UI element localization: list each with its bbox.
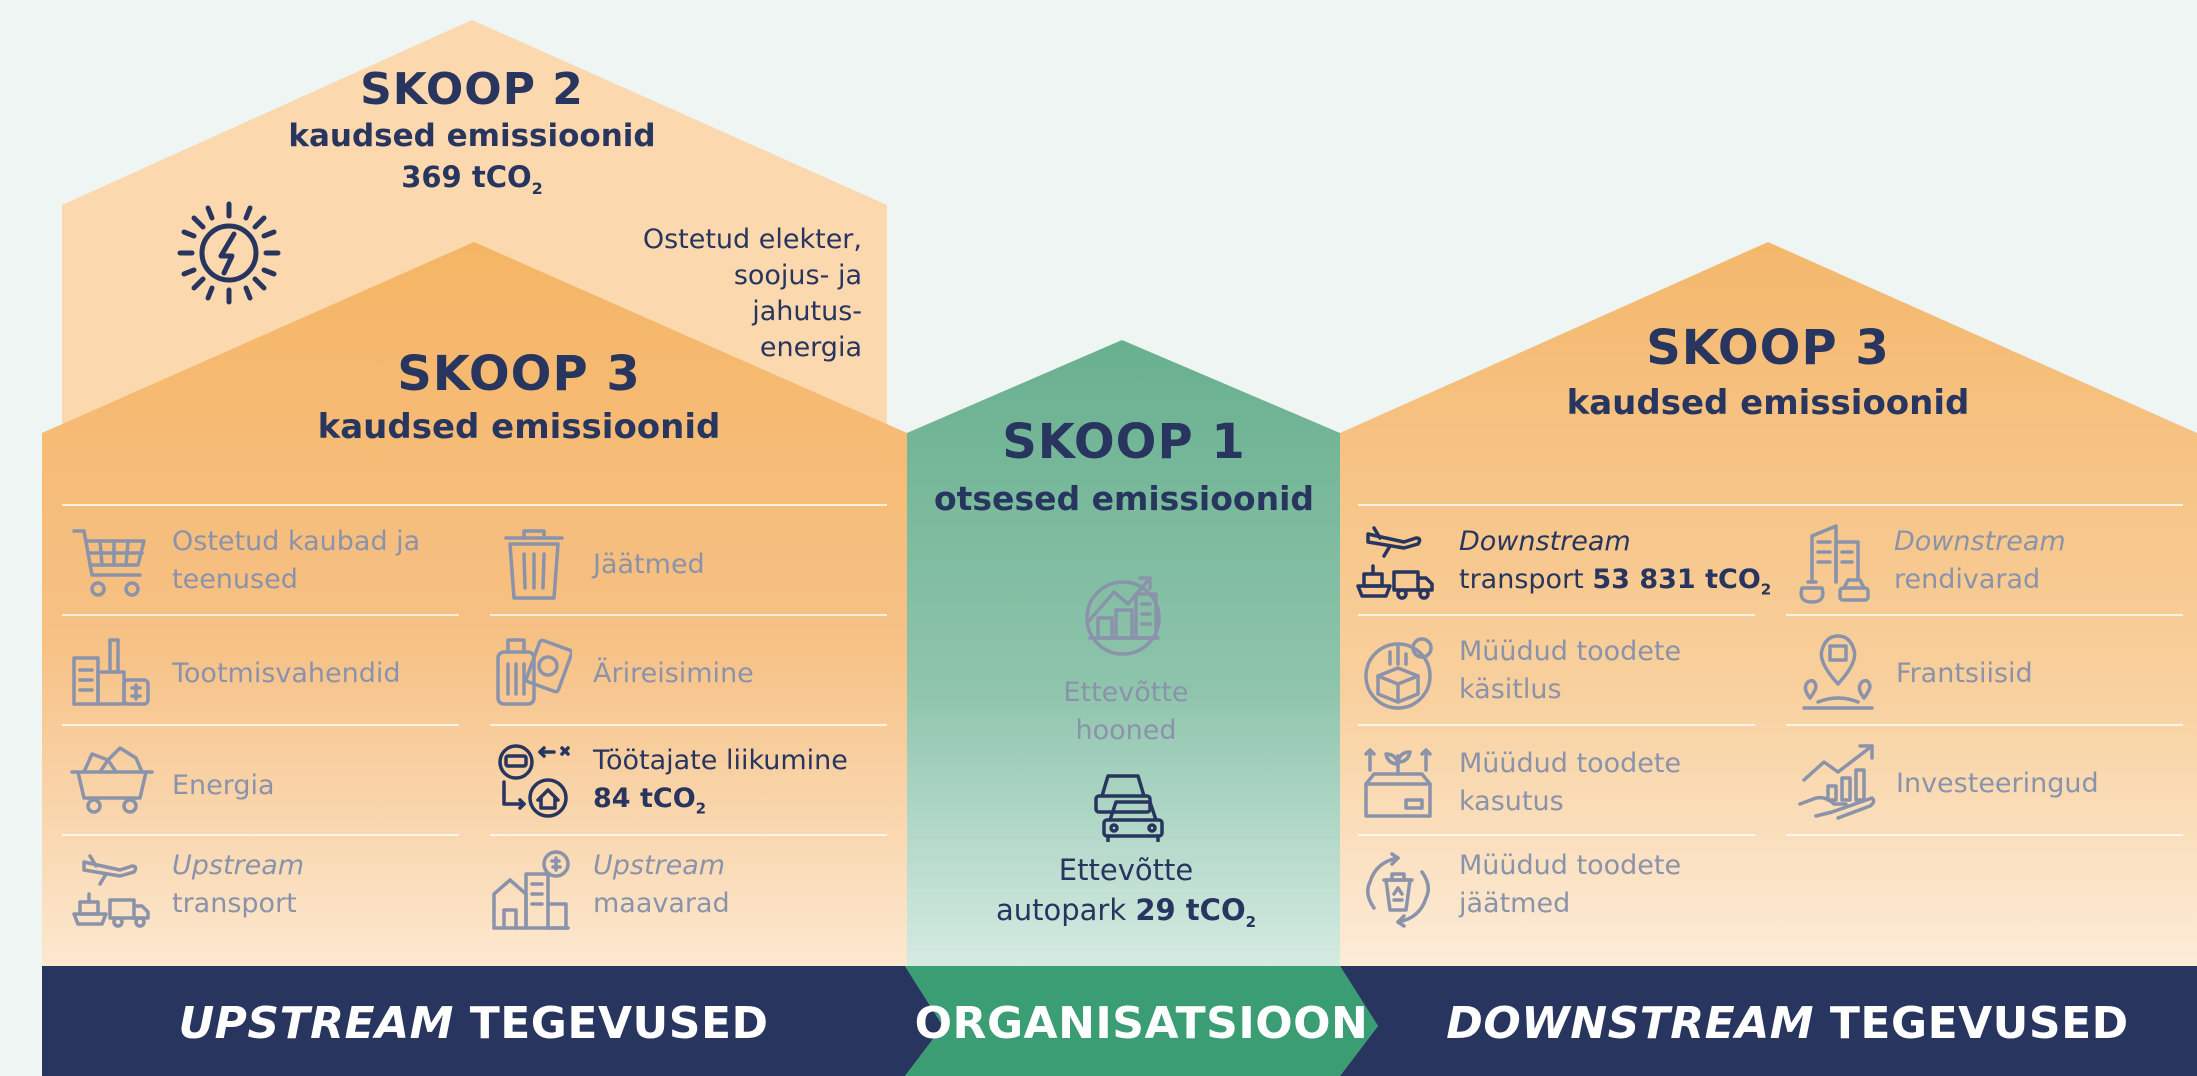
- transport-icon: [70, 848, 152, 930]
- item-business-travel: Ärireisimine: [593, 658, 754, 689]
- leased-assets-icon: [1796, 522, 1872, 606]
- divider: [62, 834, 459, 836]
- item-investments: Investeeringud: [1896, 768, 2099, 799]
- scope3-upstream-subtitle: kaudsed emissioonid: [317, 407, 721, 447]
- scope2-title: SKOOP 2: [360, 64, 584, 115]
- buildings-growth-icon: [1076, 564, 1170, 658]
- scope1-title: SKOOP 1: [1002, 414, 1246, 470]
- divider: [1358, 724, 1755, 726]
- item-franchises: Frantsiisid: [1896, 658, 2033, 689]
- scope1-subtitle: otsesed emissioonid: [933, 479, 1315, 518]
- scope2-value: 369 tCO2: [401, 160, 543, 198]
- banner-downstream: [1340, 966, 2197, 1076]
- scope2-description: Ostetud elekter, soojus- ja jahutus- ene…: [642, 224, 862, 363]
- scope3-downstream-subtitle: kaudsed emissioonid: [1566, 383, 1970, 423]
- item-waste: Jäätmed: [593, 549, 705, 580]
- franchise-icon: [1800, 632, 1876, 712]
- sun-lightning-icon: [176, 200, 282, 306]
- factory-icon: [70, 636, 152, 708]
- divider: [1358, 614, 1755, 616]
- product-processing-icon: [1360, 636, 1436, 712]
- commute-icon: [496, 744, 572, 820]
- shopping-cart-icon: [70, 525, 150, 603]
- banner-upstream-label: UPSTREAM TEGEVUSED: [178, 998, 769, 1049]
- scope3-upstream-house: [42, 242, 907, 968]
- transport-icon: [1354, 520, 1436, 604]
- divider: [1358, 834, 1755, 836]
- item-capital-goods: Tootmisvahendid: [172, 658, 401, 689]
- investment-icon: [1798, 742, 1878, 820]
- divider: [490, 724, 887, 726]
- divider: [490, 834, 887, 836]
- scope3-downstream-house: [1340, 242, 2197, 968]
- divider: [62, 724, 459, 726]
- banner-upstream: [42, 966, 943, 1076]
- divider: [1358, 504, 2183, 506]
- luggage-passport-icon: [490, 632, 572, 712]
- divider: [1786, 724, 2183, 726]
- land-assets-icon: [490, 848, 572, 930]
- car-fleet-icon: [1088, 770, 1168, 842]
- coal-cart-icon: [70, 742, 154, 816]
- recycle-icon: [1360, 852, 1436, 928]
- banner-organisation-label: ORGANISATSIOON: [914, 998, 1369, 1049]
- banner-organisation: [905, 966, 1378, 1076]
- scope3-downstream-title: SKOOP 3: [1646, 320, 1890, 376]
- scope3-upstream-title: SKOOP 3: [397, 346, 641, 402]
- product-use-icon: [1360, 744, 1436, 820]
- divider: [62, 614, 459, 616]
- divider: [1786, 614, 2183, 616]
- divider: [62, 504, 887, 506]
- divider: [1786, 834, 2183, 836]
- scope2-subtitle: kaudsed emissioonid: [288, 118, 656, 154]
- divider: [490, 614, 887, 616]
- item-energy: Energia: [172, 770, 275, 801]
- trash-bin-icon: [502, 526, 566, 602]
- banner-downstream-label: DOWNSTREAM TEGEVUSED: [1446, 998, 2129, 1049]
